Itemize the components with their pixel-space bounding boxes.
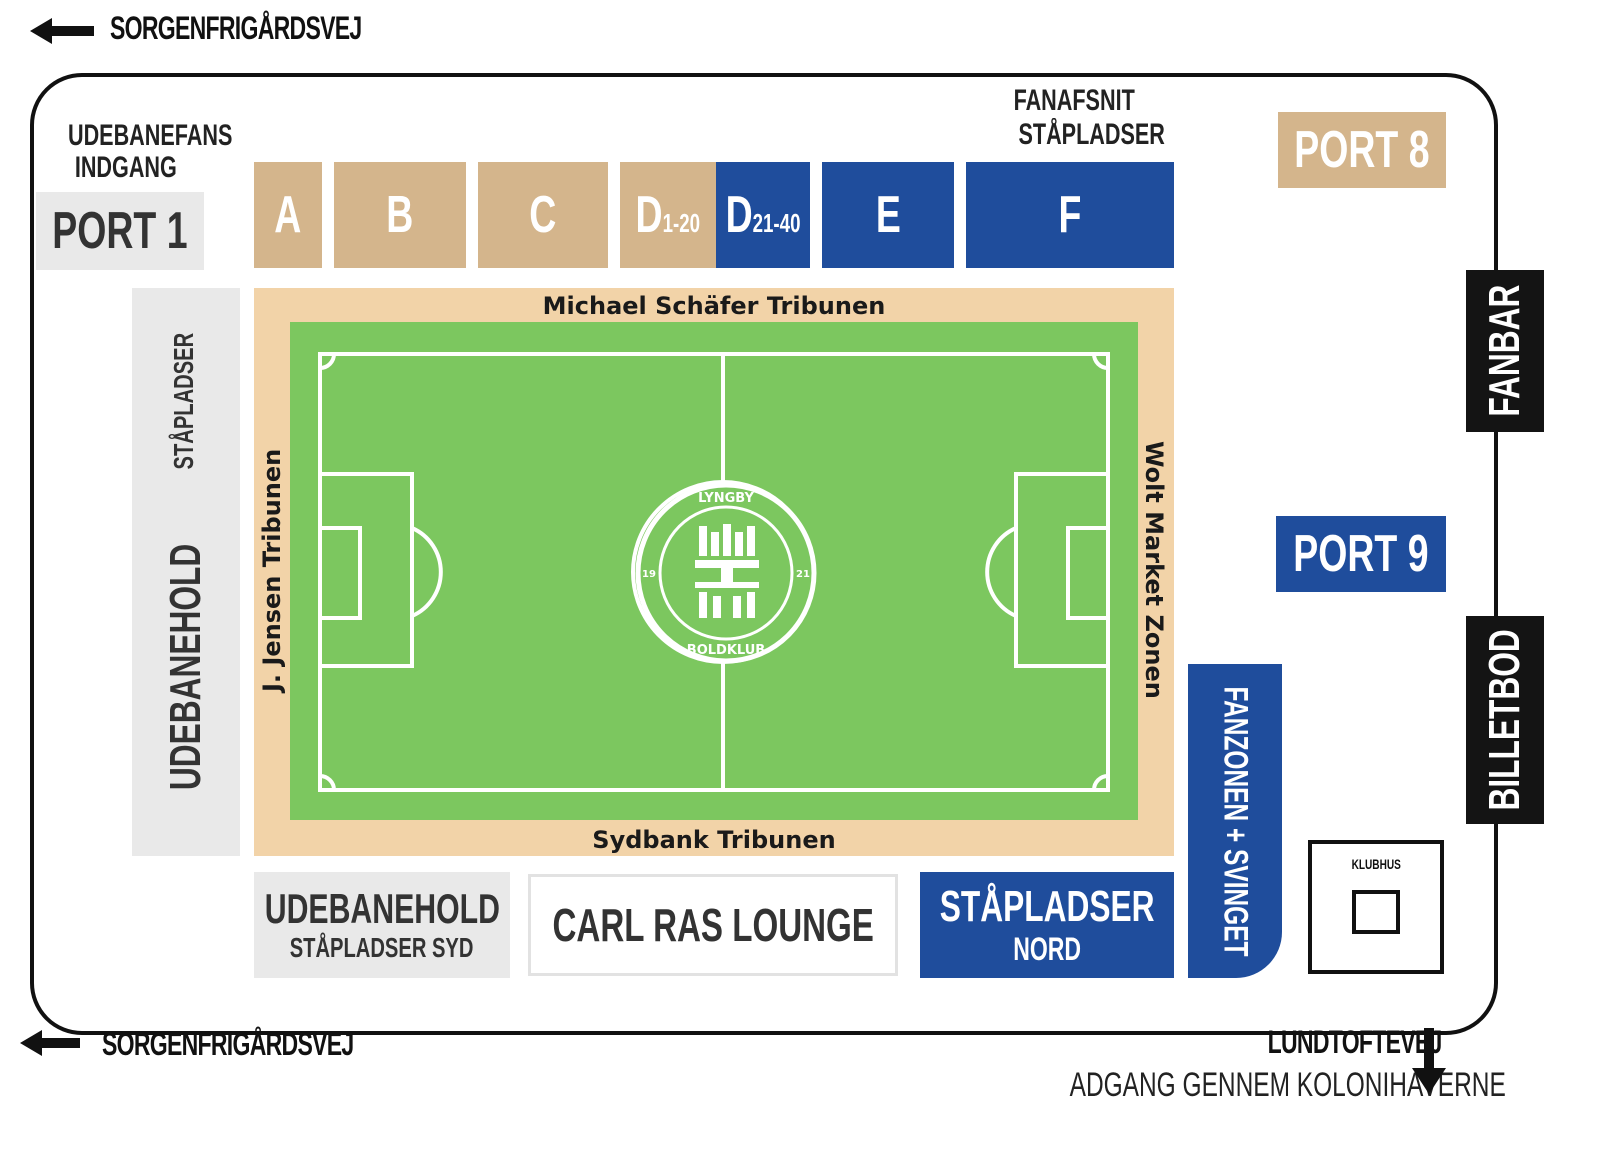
road-arrow-top-left (30, 18, 94, 44)
svg-text:21: 21 (796, 569, 810, 580)
klubhus-label: KLUBHUS (1351, 856, 1401, 872)
svg-text:LYNGBY: LYNGBY (698, 491, 754, 506)
port-8[interactable]: PORT 8 (1278, 112, 1446, 188)
section-d-21-40[interactable]: D21-40 (716, 162, 810, 268)
road-arrow-bottom-left (20, 1030, 80, 1056)
stand-east-label: Wolt Market Zonen (1140, 441, 1168, 699)
away-standing-south[interactable]: UDEBANEHOLD STÅPLADSER SYD (254, 872, 510, 978)
road-label-bottom-right: LUNDTOFTEVEJ (1267, 1024, 1443, 1060)
away-standing-west[interactable]: UDEBANEHOLD STÅPLADSER (132, 288, 240, 856)
section-a[interactable]: A (254, 162, 322, 268)
svg-text:19: 19 (642, 569, 656, 580)
standing-north[interactable]: STÅPLADSER NORD (920, 872, 1174, 978)
road-arrow-bottom-right (1412, 1028, 1446, 1094)
club-logo: LYNGBY BOLDKLUB 19 21 (633, 480, 819, 666)
road-label-bottom-left: SORGENFRIGÅRDSVEJ (102, 1026, 354, 1062)
klubhus-building-icon (1352, 890, 1400, 934)
section-e[interactable]: E (822, 162, 954, 268)
road-label-top-left: SORGENFRIGÅRDSVEJ (110, 10, 362, 46)
fanbar[interactable]: FANBAR (1466, 270, 1544, 432)
section-b[interactable]: B (334, 162, 466, 268)
away-entrance-label: UDEBANEFANS INDGANG (67, 119, 233, 184)
svg-text:BOLDKLUB: BOLDKLUB (687, 643, 765, 658)
klubhus[interactable]: KLUBHUS (1308, 840, 1444, 974)
carl-ras-lounge[interactable]: CARL RAS LOUNGE (528, 874, 898, 976)
section-d-1-20[interactable]: D1-20 (620, 162, 716, 268)
fanzone[interactable]: FANZONEN + SVINGET (1188, 664, 1282, 978)
port-1[interactable]: PORT 1 (36, 192, 204, 270)
road-sublabel-bottom-right: ADGANG GENNEM KOLONIHAVERNE (1069, 1066, 1506, 1104)
port-9[interactable]: PORT 9 (1276, 516, 1446, 592)
stand-north-label: Michael Schäfer Tribunen (542, 292, 886, 320)
stadium-boundary (30, 73, 1498, 1035)
fan-section-label: FANAFSNIT STÅPLADSER (1013, 84, 1165, 151)
section-f[interactable]: F (966, 162, 1174, 268)
stand-west-label: J. Jensen Tribunen (258, 448, 286, 692)
section-c[interactable]: C (478, 162, 608, 268)
billetbod[interactable]: BILLETBOD (1466, 616, 1544, 824)
stand-south-label: Sydbank Tribunen (592, 826, 836, 854)
